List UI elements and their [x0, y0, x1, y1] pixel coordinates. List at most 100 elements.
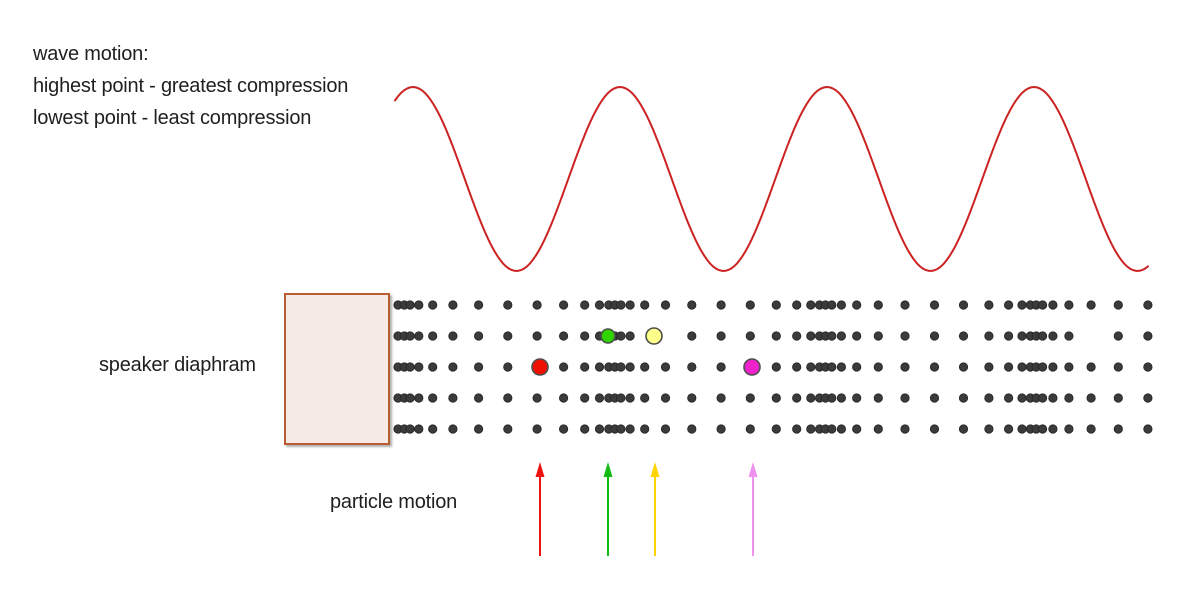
air-particle-dot — [503, 362, 513, 372]
air-particle-dot — [806, 362, 816, 372]
air-particle-dot — [806, 331, 816, 341]
air-particle-dot — [405, 362, 415, 372]
air-particle-dot — [806, 300, 816, 310]
air-particle-dot — [428, 393, 438, 403]
air-particle-dot — [771, 424, 781, 434]
air-particle-dot — [660, 424, 671, 434]
air-particle-dot — [792, 393, 802, 403]
air-particle-dot — [558, 362, 569, 372]
air-particle-dot — [836, 393, 847, 403]
air-particle-dot — [984, 331, 994, 341]
air-particle-dot — [900, 424, 910, 434]
air-particle-dot — [1064, 300, 1074, 310]
air-particle-dot — [1003, 300, 1014, 310]
air-particle-dot — [716, 424, 726, 434]
air-particle-dot — [687, 362, 697, 372]
wave-note-line-3: lowest point - least compression — [33, 107, 312, 129]
air-particle-dot — [873, 393, 883, 403]
air-particle-dot — [558, 331, 569, 341]
air-particle-dot — [929, 393, 940, 403]
air-particle-dot — [405, 424, 415, 434]
air-particle-dot — [1064, 331, 1074, 341]
air-particle-dot — [929, 362, 940, 372]
speaker-diaphragm-box — [284, 293, 390, 445]
air-particle-dot — [873, 331, 883, 341]
air-particle-dot — [594, 424, 605, 434]
air-particle-dot — [745, 393, 755, 403]
air-particle-dot — [1113, 331, 1123, 341]
air-particle-dot — [558, 424, 569, 434]
air-particle-dot — [1113, 300, 1123, 310]
air-particle-dot — [414, 362, 424, 372]
air-particle-dot — [792, 300, 802, 310]
air-particle-dot — [771, 331, 781, 341]
air-particle-dot — [1003, 424, 1014, 434]
air-particle-dot — [640, 424, 650, 434]
air-particle-dot — [771, 362, 781, 372]
air-particle-dot — [827, 393, 837, 403]
air-particle-dot — [827, 362, 837, 372]
wave-motion-note: wave motion: highest point - greatest co… — [33, 38, 348, 134]
air-particle-dot — [1017, 362, 1027, 372]
air-particle-dot — [984, 362, 994, 372]
air-particle-dot — [984, 424, 994, 434]
air-particle-dot — [687, 424, 697, 434]
air-particle-dot — [929, 331, 940, 341]
air-particle-dot — [1064, 362, 1074, 372]
air-particle-dot — [1003, 331, 1014, 341]
air-particle-dot — [827, 331, 837, 341]
air-particle-dot — [792, 424, 802, 434]
air-particle-dot — [1038, 393, 1048, 403]
air-particle-dot — [687, 300, 697, 310]
air-particle-dot — [900, 300, 910, 310]
air-particle-dot — [852, 300, 862, 310]
air-particle-dot — [616, 424, 626, 434]
air-particle-dot — [1017, 424, 1027, 434]
air-particle-dot — [580, 300, 590, 310]
air-particle-dot — [625, 331, 635, 341]
air-particle-dot — [640, 362, 650, 372]
air-particle-dot — [1143, 300, 1153, 310]
air-particle-dot — [448, 331, 458, 341]
air-particle-dot — [473, 424, 484, 434]
air-particle-dot — [836, 300, 847, 310]
air-particle-dot — [1143, 331, 1153, 341]
air-particle-dot — [984, 300, 994, 310]
air-particle-dot — [660, 300, 671, 310]
air-particle-dot — [852, 424, 862, 434]
air-particle-dot — [984, 393, 994, 403]
air-particle-dot — [1038, 362, 1048, 372]
air-particle-dot — [503, 393, 513, 403]
air-particle-dot — [503, 331, 513, 341]
air-particle-dot — [625, 300, 635, 310]
air-particle-dot — [1113, 362, 1123, 372]
air-particle-dot — [428, 424, 438, 434]
air-particle-dot — [1038, 331, 1048, 341]
air-particle-dot — [1143, 424, 1153, 434]
air-particle-dot — [827, 424, 837, 434]
air-particle-dot — [414, 300, 424, 310]
air-particle-dot — [958, 362, 969, 372]
air-particle-dot — [532, 424, 542, 434]
air-particle-dot — [1143, 393, 1153, 403]
air-particle-dot — [1143, 362, 1153, 372]
wave-note-line-2: highest point - greatest compression — [33, 75, 349, 97]
air-particle-dot — [660, 393, 671, 403]
green-particle — [600, 328, 616, 344]
particle-motion-label: particle motion — [330, 491, 458, 513]
air-particle-dot — [473, 300, 484, 310]
air-particle-dot — [745, 424, 755, 434]
air-particle-dot — [1017, 331, 1027, 341]
air-particle-dot — [958, 393, 969, 403]
air-particle-dot — [1048, 300, 1058, 310]
air-particle-dot — [958, 424, 969, 434]
violet-arrow-head — [748, 462, 758, 477]
air-particle-dot — [771, 300, 781, 310]
air-particle-dot — [1003, 362, 1014, 372]
air-particle-dot — [532, 393, 542, 403]
air-particle-dot — [1086, 300, 1096, 310]
air-particle-dot — [852, 362, 862, 372]
compression-wave-curve — [394, 85, 1149, 272]
